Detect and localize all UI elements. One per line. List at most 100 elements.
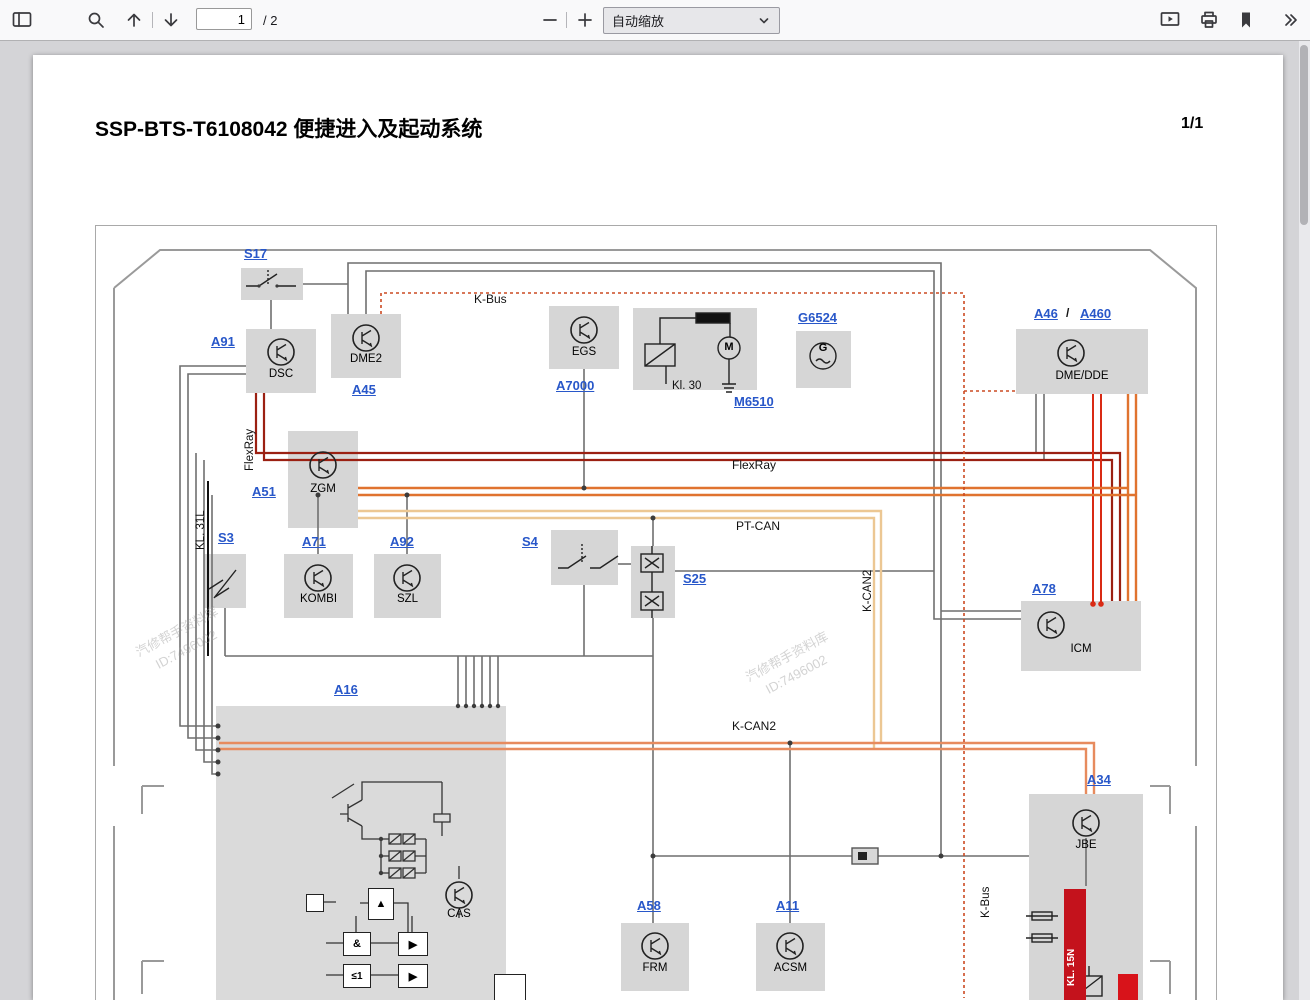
component-box-relay-m6510 xyxy=(633,308,757,390)
a16-amplifier-gate: ▲ xyxy=(368,888,394,920)
watermark: 汽修帮手资料库 ID:7496002 xyxy=(743,628,831,697)
ref-link-a46[interactable]: A46 xyxy=(1034,306,1058,321)
component-name-frm: FRM xyxy=(642,962,668,974)
document-title: SSP-BTS-T6108042 便捷进入及起动系统 xyxy=(95,118,483,141)
component-box-s3 xyxy=(204,554,246,608)
previous-page-button[interactable] xyxy=(120,6,148,34)
zoom-select[interactable]: 自动缩放 xyxy=(603,7,780,34)
sidebar-toggle-icon xyxy=(12,12,32,27)
component-box-frm xyxy=(621,923,689,991)
ref-link-a58[interactable]: A58 xyxy=(637,898,661,913)
component-name-egs: EGS xyxy=(571,346,597,358)
zoom-out-button[interactable] xyxy=(536,6,564,34)
pdf-page: SSP-BTS-T6108042 便捷进入及起动系统 1/1 KL. xyxy=(33,55,1283,1000)
component-name-acsm: ACSM xyxy=(773,962,808,974)
a16-driver-gate: ▶ xyxy=(398,932,428,956)
chevron-down-icon xyxy=(759,17,769,23)
search-icon xyxy=(88,12,104,28)
ref-link-s17[interactable]: S17 xyxy=(244,246,268,261)
ref-link-g6524[interactable]: G6524 xyxy=(798,310,838,325)
a16-driver-gate: ▶ xyxy=(398,964,428,988)
component-box-egs xyxy=(549,306,619,369)
ref-link-a51[interactable]: A51 xyxy=(252,484,276,499)
component-box-acsm xyxy=(756,923,825,991)
presentation-mode-button[interactable] xyxy=(1156,6,1184,34)
a16-io-box xyxy=(306,894,324,912)
a16-io-box xyxy=(494,974,526,1000)
ref-separator: / xyxy=(1066,306,1070,320)
a16-or-gate: ≤1 xyxy=(343,964,371,988)
component-name-jbe: JBE xyxy=(1075,839,1097,851)
ref-link-s3[interactable]: S3 xyxy=(218,530,234,545)
minus-icon xyxy=(543,19,557,21)
vertical-scrollbar[interactable] xyxy=(1299,41,1310,1000)
ref-link-a16[interactable]: A16 xyxy=(334,682,358,697)
toolbar-separator xyxy=(152,12,153,28)
flexray-vertical-label: FlexRay xyxy=(244,428,256,471)
zoom-in-button[interactable] xyxy=(571,6,599,34)
ref-link-a7000[interactable]: A7000 xyxy=(556,378,595,393)
flexray-label: FlexRay xyxy=(732,458,777,472)
ref-link-s4[interactable]: S4 xyxy=(522,534,538,549)
ref-link-a91[interactable]: A91 xyxy=(211,334,235,349)
component-box-jbe xyxy=(1029,794,1143,1000)
next-page-button[interactable] xyxy=(157,6,185,34)
page-count-label: / 2 xyxy=(263,13,278,28)
ref-link-a460[interactable]: A460 xyxy=(1080,306,1112,321)
component-name-zgm: ZGM xyxy=(310,483,336,495)
component-name-dme2: DME2 xyxy=(350,353,382,365)
ref-link-a45[interactable]: A45 xyxy=(352,382,376,397)
component-box-icm xyxy=(1021,601,1141,671)
print-icon xyxy=(1201,11,1217,28)
component-box-s17 xyxy=(241,268,303,300)
ref-link-s25[interactable]: S25 xyxy=(683,571,707,586)
zoom-select-value: 自动缩放 xyxy=(612,14,665,29)
print-button[interactable] xyxy=(1195,6,1223,34)
ref-link-a92[interactable]: A92 xyxy=(390,534,414,549)
presentation-mode-icon xyxy=(1160,12,1180,26)
component-box-s4 xyxy=(551,530,618,585)
generator-letter: G xyxy=(818,342,828,354)
kcan2-vertical-label: K-CAN2 xyxy=(862,569,874,612)
arrow-up-icon xyxy=(127,13,141,27)
component-box-s25 xyxy=(631,546,675,618)
ref-link-a71[interactable]: A71 xyxy=(302,534,326,549)
component-name-cas: CAS xyxy=(447,908,471,920)
ref-link-a78[interactable]: A78 xyxy=(1032,581,1056,596)
plus-icon xyxy=(578,13,592,27)
component-box-zgm xyxy=(288,431,358,528)
component-box-g6524 xyxy=(796,331,851,388)
component-box-dsc xyxy=(246,329,316,393)
component-name-szl: SZL xyxy=(396,593,419,605)
kl31l-label: KL. 31L xyxy=(195,510,207,550)
page-number-input[interactable] xyxy=(196,8,252,30)
motor-letter: M xyxy=(724,341,734,353)
component-box-szl xyxy=(374,554,441,618)
find-button[interactable] xyxy=(82,6,110,34)
page-indicator: 1/1 xyxy=(1181,115,1204,132)
kl15n-label: KL. 15N xyxy=(1066,948,1077,986)
component-box-dme2 xyxy=(331,314,401,378)
sidebar-toggle-button[interactable] xyxy=(8,6,36,34)
ptcan-label: PT-CAN xyxy=(736,519,781,533)
wiring-diagram: KL. 15N ▲ & ≤1 ▶ ▶ xyxy=(95,225,1217,1000)
a16-and-gate: & xyxy=(343,932,371,956)
ref-link-a34[interactable]: A34 xyxy=(1087,772,1111,787)
bookmark-icon xyxy=(1242,12,1250,28)
component-name-dmedde: DME/DDE xyxy=(1055,370,1109,382)
component-box-kombi xyxy=(284,554,353,618)
ref-link-a11[interactable]: A11 xyxy=(776,898,800,913)
ref-link-m6510[interactable]: M6510 xyxy=(734,394,774,409)
jbe-red-block xyxy=(1118,974,1138,1000)
pdf-toolbar: / 2 自动缩放 xyxy=(0,0,1310,41)
more-tools-button[interactable] xyxy=(1276,6,1304,34)
arrow-down-icon xyxy=(164,13,178,27)
toolbar-separator xyxy=(566,12,567,28)
component-box-dmedde xyxy=(1016,329,1148,394)
pdf-viewer-area[interactable]: SSP-BTS-T6108042 便捷进入及起动系统 1/1 KL. xyxy=(0,41,1310,1000)
component-name-icm: ICM xyxy=(1070,643,1092,655)
kbus-top-label: K-Bus xyxy=(474,292,507,306)
bookmark-button[interactable] xyxy=(1232,6,1260,34)
scrollbar-thumb[interactable] xyxy=(1300,45,1308,225)
kcan2-label: K-CAN2 xyxy=(732,719,777,733)
